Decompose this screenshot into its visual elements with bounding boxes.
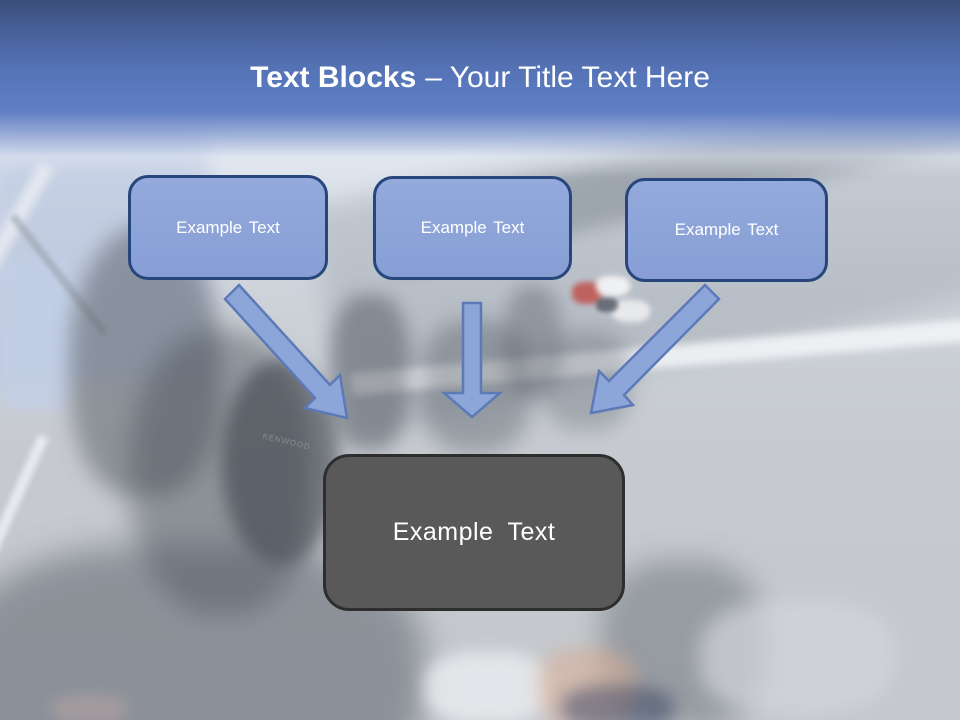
text-block-right: Example Text — [625, 178, 828, 282]
header-gradient-band — [0, 0, 960, 178]
photo-light-blob — [700, 600, 895, 715]
photo-race-car-white — [596, 276, 630, 296]
photo-race-car-white — [612, 300, 650, 322]
photo-shiny-blob — [425, 652, 550, 720]
photo-warm-blob — [52, 695, 127, 720]
arrow-down-icon — [440, 301, 504, 419]
photo-race-car-shadow — [596, 298, 618, 312]
photo-crew-silhouette — [505, 285, 561, 397]
result-box: Example Text — [323, 454, 625, 611]
text-block-middle: Example Text — [373, 176, 572, 280]
text-block-right-label: Example Text — [674, 220, 779, 239]
text-block-middle-label: Example Text — [420, 218, 525, 237]
title-regular-part: – Your Title Text Here — [425, 61, 710, 94]
photo-race-car-red — [572, 282, 602, 304]
title-bold-part: Text Blocks — [250, 61, 417, 94]
arrow-down-right-icon — [223, 283, 349, 420]
arrow-down-left-icon — [589, 283, 721, 415]
photo-light-streak-2 — [0, 434, 49, 576]
photo-navy-blob — [562, 686, 674, 720]
page-title: Text Blocks– Your Title Text Here — [0, 56, 960, 100]
photo-skin-blob — [538, 648, 636, 720]
text-block-left: Example Text — [128, 175, 328, 280]
photo-blue-panel-small — [0, 260, 70, 410]
text-block-left-label: Example Text — [176, 217, 280, 237]
photo-crew-silhouette — [330, 295, 410, 450]
result-box-label: Example Text — [392, 518, 556, 546]
